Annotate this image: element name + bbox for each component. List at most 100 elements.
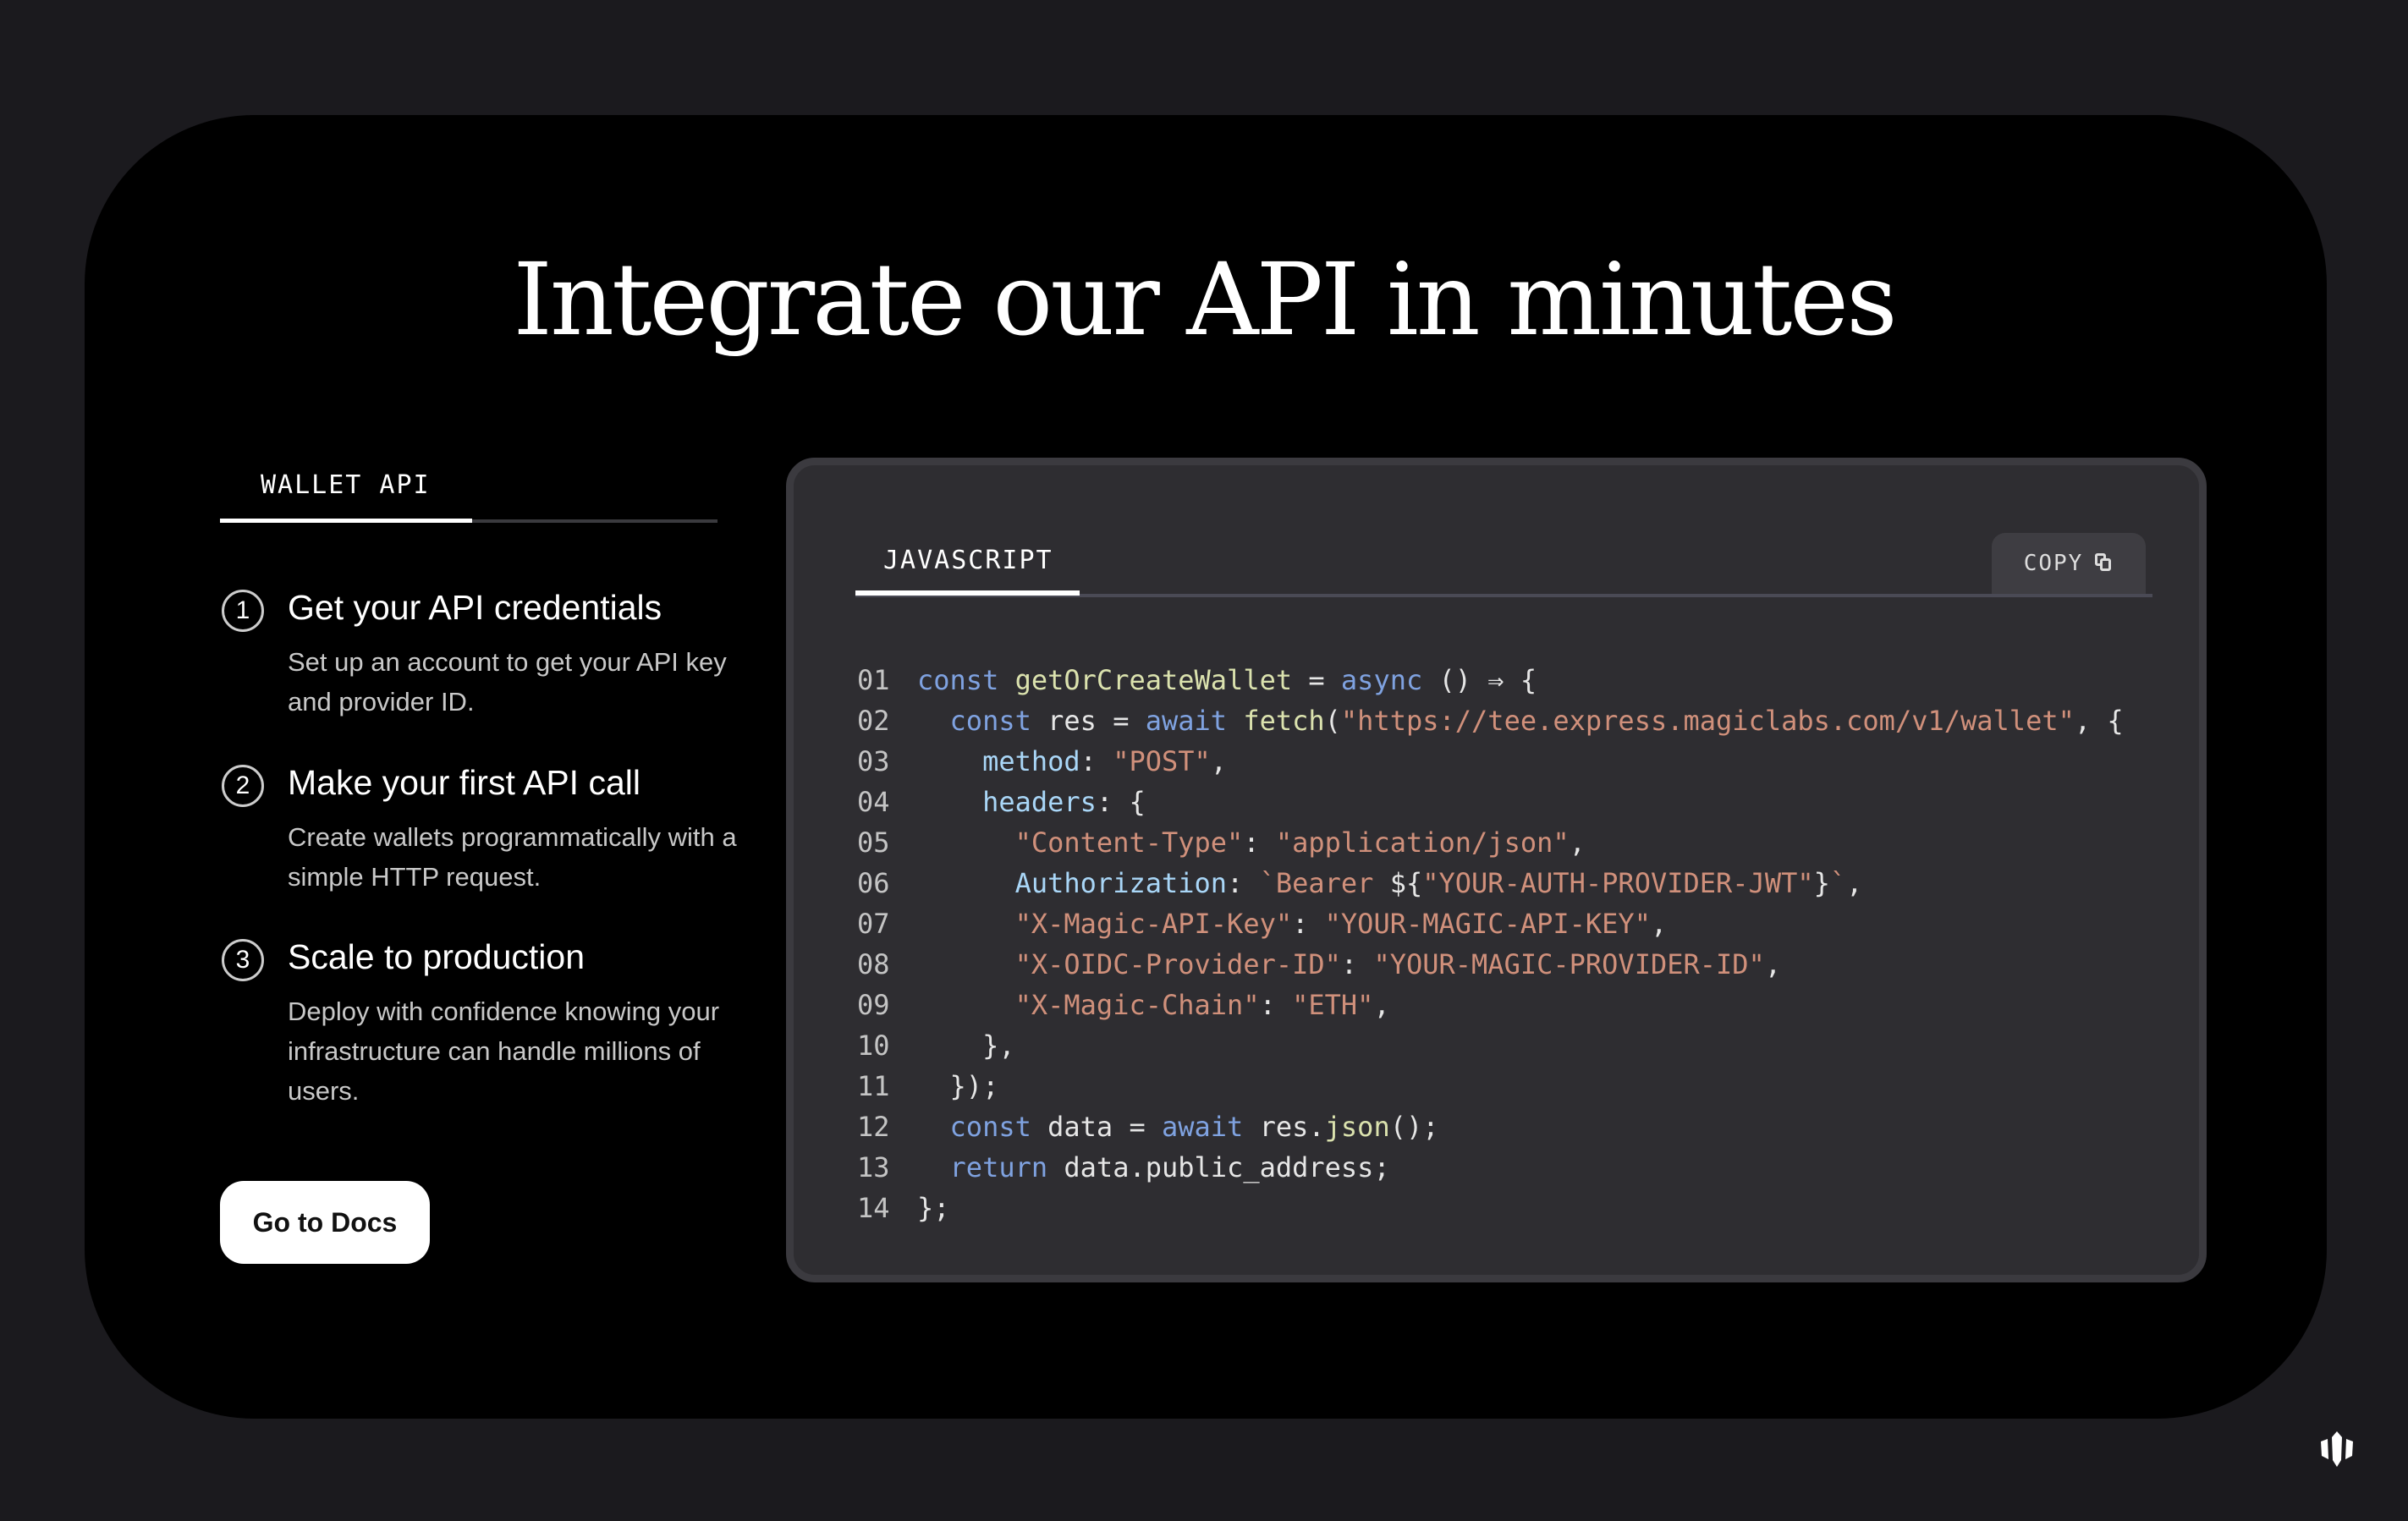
code-token-plain: : — [1243, 826, 1276, 859]
code-token-plain: : — [1080, 745, 1113, 777]
line-number: 14 — [857, 1192, 890, 1224]
code-token-plain — [917, 948, 1015, 980]
code-token-plain — [917, 1151, 950, 1183]
line-number: 10 — [857, 1030, 890, 1062]
line-number: 03 — [857, 745, 890, 777]
code-token-kw: const — [917, 664, 1015, 696]
code-line: 09 "X-Magic-Chain": "ETH", — [857, 985, 2124, 1025]
code-token-plain: : — [1259, 989, 1293, 1021]
code-token-plain: , — [1373, 989, 1390, 1021]
step-description: Create wallets programmatically with a s… — [288, 822, 737, 892]
code-token-str: "YOUR-MAGIC-PROVIDER-ID" — [1373, 948, 1765, 980]
code-token-plain: }); — [917, 1070, 999, 1102]
code-token-plain: : — [1292, 908, 1325, 940]
step-description: Deploy with confidence knowing your infr… — [288, 997, 720, 1106]
code-token-fn: fetch — [1243, 705, 1325, 737]
code-token-plain: ${ — [1389, 867, 1423, 899]
code-token-plain: , — [1846, 867, 1863, 899]
code-token-str: "YOUR-MAGIC-API-KEY" — [1324, 908, 1651, 940]
line-number: 06 — [857, 867, 890, 899]
copy-icon — [2095, 553, 2114, 574]
tab-javascript[interactable]: JAVASCRIPT — [883, 546, 1053, 575]
code-line: 14}; — [857, 1188, 2124, 1228]
code-token-plain: : — [1227, 867, 1260, 899]
step-number: 3 — [222, 939, 264, 981]
code-token-plain — [917, 745, 982, 777]
code-token-plain: () ⇒ { — [1422, 664, 1537, 696]
code-token-plain — [917, 826, 1015, 859]
active-tab-indicator — [220, 519, 472, 523]
code-token-str: "POST" — [1113, 745, 1211, 777]
code-line: 11 }); — [857, 1066, 2124, 1106]
code-token-str: `Bearer — [1259, 867, 1390, 899]
code-line: 06 Authorization: `Bearer ${"YOUR-AUTH-P… — [857, 863, 2124, 903]
line-number: 05 — [857, 826, 890, 859]
magic-logo-icon — [2321, 1431, 2353, 1467]
code-token-str: "X-OIDC-Provider-ID" — [1014, 948, 1341, 980]
line-number: 04 — [857, 786, 890, 818]
code-token-plain: res = — [1047, 705, 1146, 737]
code-token-plain: , { — [2074, 705, 2124, 737]
code-line: 12 const data = await res.json(); — [857, 1106, 2124, 1147]
code-token-kw: const — [949, 705, 1048, 737]
code-token-plain: , — [1569, 826, 1586, 859]
page-title: Integrate our API in minutes — [513, 241, 1897, 358]
line-number: 12 — [857, 1111, 890, 1143]
step-number: 1 — [222, 590, 264, 632]
code-token-str: "YOUR-AUTH-PROVIDER-JWT" — [1422, 867, 1814, 899]
line-number: 01 — [857, 664, 890, 696]
code-token-prop: method — [982, 745, 1080, 777]
line-number: 11 — [857, 1070, 890, 1102]
code-line: 03 method: "POST", — [857, 741, 2124, 782]
code-token-plain — [917, 1111, 950, 1143]
code-token-kw: await — [1161, 1111, 1260, 1143]
code-line: 05 "Content-Type": "application/json", — [857, 822, 2124, 863]
code-token-str: ` — [1829, 867, 1847, 899]
code-token-kw: await — [1145, 705, 1244, 737]
code-token-str: "X-Magic-API-Key" — [1014, 908, 1293, 940]
code-token-str: "application/json" — [1275, 826, 1570, 859]
code-token-plain: ( — [1324, 705, 1341, 737]
code-token-str: "ETH" — [1292, 989, 1374, 1021]
copy-label: COPY — [2023, 551, 2084, 576]
code-line: 13 return data.public_address; — [857, 1147, 2124, 1188]
code-token-kw: return — [949, 1151, 1064, 1183]
step-number: 2 — [222, 765, 264, 807]
code-token-plain: , — [1210, 745, 1228, 777]
code-token-prop: headers — [982, 786, 1097, 818]
line-number: 08 — [857, 948, 890, 980]
step-heading: Scale to production — [288, 937, 586, 976]
code-token-plain: (); — [1389, 1111, 1439, 1143]
code-line: 04 headers: { — [857, 782, 2124, 822]
code-token-kw: const — [949, 1111, 1048, 1143]
line-number: 13 — [857, 1151, 890, 1183]
code-token-plain: : — [1340, 948, 1374, 980]
code-token-str: "https://tee.express.magiclabs.com/v1/wa… — [1340, 705, 2075, 737]
line-number: 02 — [857, 705, 890, 737]
go-to-docs-button[interactable]: Go to Docs — [220, 1181, 430, 1264]
code-token-str: "Content-Type" — [1014, 826, 1244, 859]
code-token-plain: = — [1292, 664, 1341, 696]
code-line: 10 }, — [857, 1025, 2124, 1066]
copy-button[interactable]: COPY — [1992, 533, 2146, 594]
code-token-prop: Authorization — [1014, 867, 1228, 899]
code-token-plain — [917, 908, 1015, 940]
code-token-plain — [917, 989, 1015, 1021]
code-token-plain: } — [1813, 867, 1830, 899]
line-number: 07 — [857, 908, 890, 940]
tab-bar-wallet: WALLET API — [220, 464, 717, 523]
code-token-plain: }, — [917, 1030, 1015, 1062]
code-token-plain: }; — [917, 1192, 950, 1224]
code-line: 08 "X-OIDC-Provider-ID": "YOUR-MAGIC-PRO… — [857, 944, 2124, 985]
code-token-fn: getOrCreateWallet — [1014, 664, 1293, 696]
tab-wallet-api[interactable]: WALLET API — [261, 470, 431, 500]
active-tab-indicator — [855, 590, 1080, 596]
code-token-plain — [917, 705, 950, 737]
code-token-plain — [917, 786, 982, 818]
code-token-plain: , — [1650, 908, 1668, 940]
tab-divider — [855, 594, 2152, 597]
step-description: Set up an account to get your API key an… — [288, 647, 727, 717]
code-token-plain: , — [1764, 948, 1782, 980]
code-token-fn: json — [1324, 1111, 1390, 1143]
